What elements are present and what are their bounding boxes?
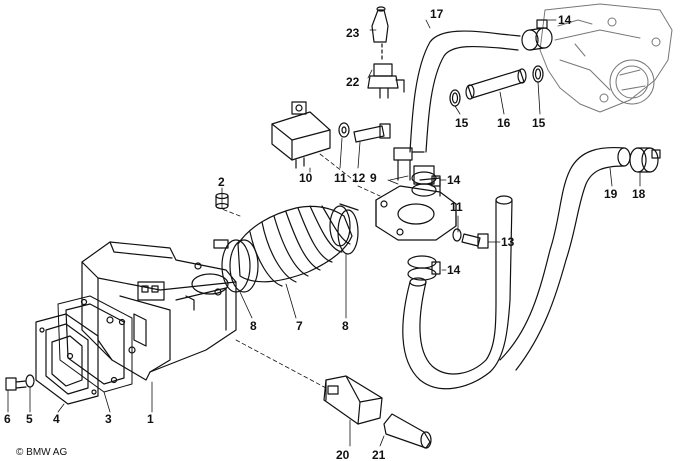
callout-11-lower: 11 bbox=[450, 200, 463, 214]
hose-17 bbox=[409, 30, 521, 153]
gasket-3 bbox=[57, 295, 133, 393]
callout-6: 6 bbox=[4, 412, 11, 426]
callout-3: 3 bbox=[105, 412, 112, 426]
hose-clamp-8-right bbox=[337, 203, 359, 255]
callout-17: 17 bbox=[430, 7, 444, 21]
callout-22: 22 bbox=[346, 75, 360, 89]
callout-15-left: 15 bbox=[455, 116, 469, 130]
washer-11-top bbox=[338, 122, 350, 138]
hose-clamp-14-lower bbox=[407, 255, 441, 281]
callout-8-right: 8 bbox=[342, 319, 349, 333]
callout-9: 9 bbox=[370, 171, 377, 185]
callout-1: 1 bbox=[147, 412, 154, 426]
callout-14-lower: 14 bbox=[447, 263, 461, 277]
throttle-housing bbox=[539, 3, 673, 113]
intake-flange-4 bbox=[35, 313, 99, 405]
callout-15-right: 15 bbox=[532, 116, 546, 130]
callout-23: 23 bbox=[346, 26, 360, 40]
callout-2: 2 bbox=[218, 175, 225, 189]
bracket-10 bbox=[271, 101, 331, 169]
callout-13: 13 bbox=[501, 235, 515, 249]
callout-5: 5 bbox=[26, 412, 33, 426]
callout-12: 12 bbox=[352, 171, 366, 185]
hose-19 bbox=[499, 146, 631, 371]
callout-7: 7 bbox=[296, 319, 303, 333]
callout-11-top: 11 bbox=[334, 171, 347, 185]
callout-18: 18 bbox=[632, 187, 646, 201]
hose-clamp-14-top bbox=[521, 19, 553, 51]
bolt-12 bbox=[353, 123, 391, 143]
hose-lower bbox=[402, 195, 513, 390]
callout-19: 19 bbox=[604, 187, 618, 201]
washer-5 bbox=[25, 374, 35, 388]
protective-boot-21 bbox=[383, 413, 432, 449]
copyright-notice: © BMW AG bbox=[16, 447, 68, 458]
callout-16: 16 bbox=[497, 116, 511, 130]
callout-8-left: 8 bbox=[250, 319, 257, 333]
callout-14-top: 14 bbox=[558, 13, 572, 27]
seal-ring-15-right bbox=[532, 65, 544, 83]
valve-22 bbox=[367, 63, 405, 99]
callout-21: 21 bbox=[372, 448, 386, 461]
bolt-6 bbox=[5, 377, 27, 391]
pipe-16 bbox=[465, 68, 527, 100]
air-flow-meter-1 bbox=[81, 241, 237, 381]
callout-10: 10 bbox=[299, 171, 313, 185]
seal-ring-15-left bbox=[449, 89, 461, 107]
washer-11-lower bbox=[452, 228, 462, 242]
hose-clamp-14-middle bbox=[411, 171, 441, 197]
connector-20 bbox=[323, 375, 383, 425]
callout-4: 4 bbox=[53, 412, 60, 426]
callout-14-middle: 14 bbox=[447, 173, 461, 187]
rubber-boot-7 bbox=[237, 205, 353, 287]
callout-20: 20 bbox=[336, 448, 350, 461]
cap-23 bbox=[371, 6, 389, 43]
bolt-13 bbox=[461, 233, 489, 249]
hose-clamp-18 bbox=[629, 147, 661, 173]
